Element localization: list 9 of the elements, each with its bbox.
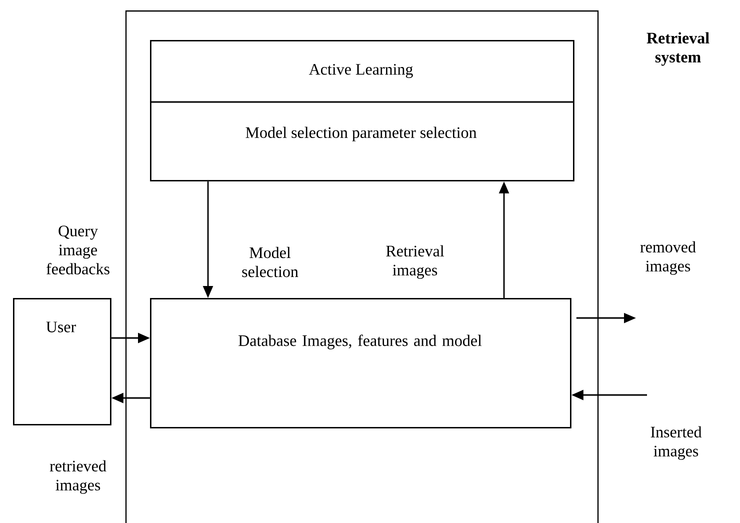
edge-label: removed images xyxy=(640,241,696,275)
user-box: User xyxy=(13,298,112,426)
database-box: Database Images, features and model xyxy=(150,298,572,428)
edge-label: Retrieval images xyxy=(386,245,444,279)
edge-label: Query image feedbacks xyxy=(46,226,110,274)
edge-label: retrieved images xyxy=(50,460,106,494)
edge-label: Inserted images xyxy=(650,426,702,460)
edge-label: Model selection xyxy=(242,246,298,278)
process-box: Active Learning Model selection parameter selection xyxy=(150,40,574,182)
